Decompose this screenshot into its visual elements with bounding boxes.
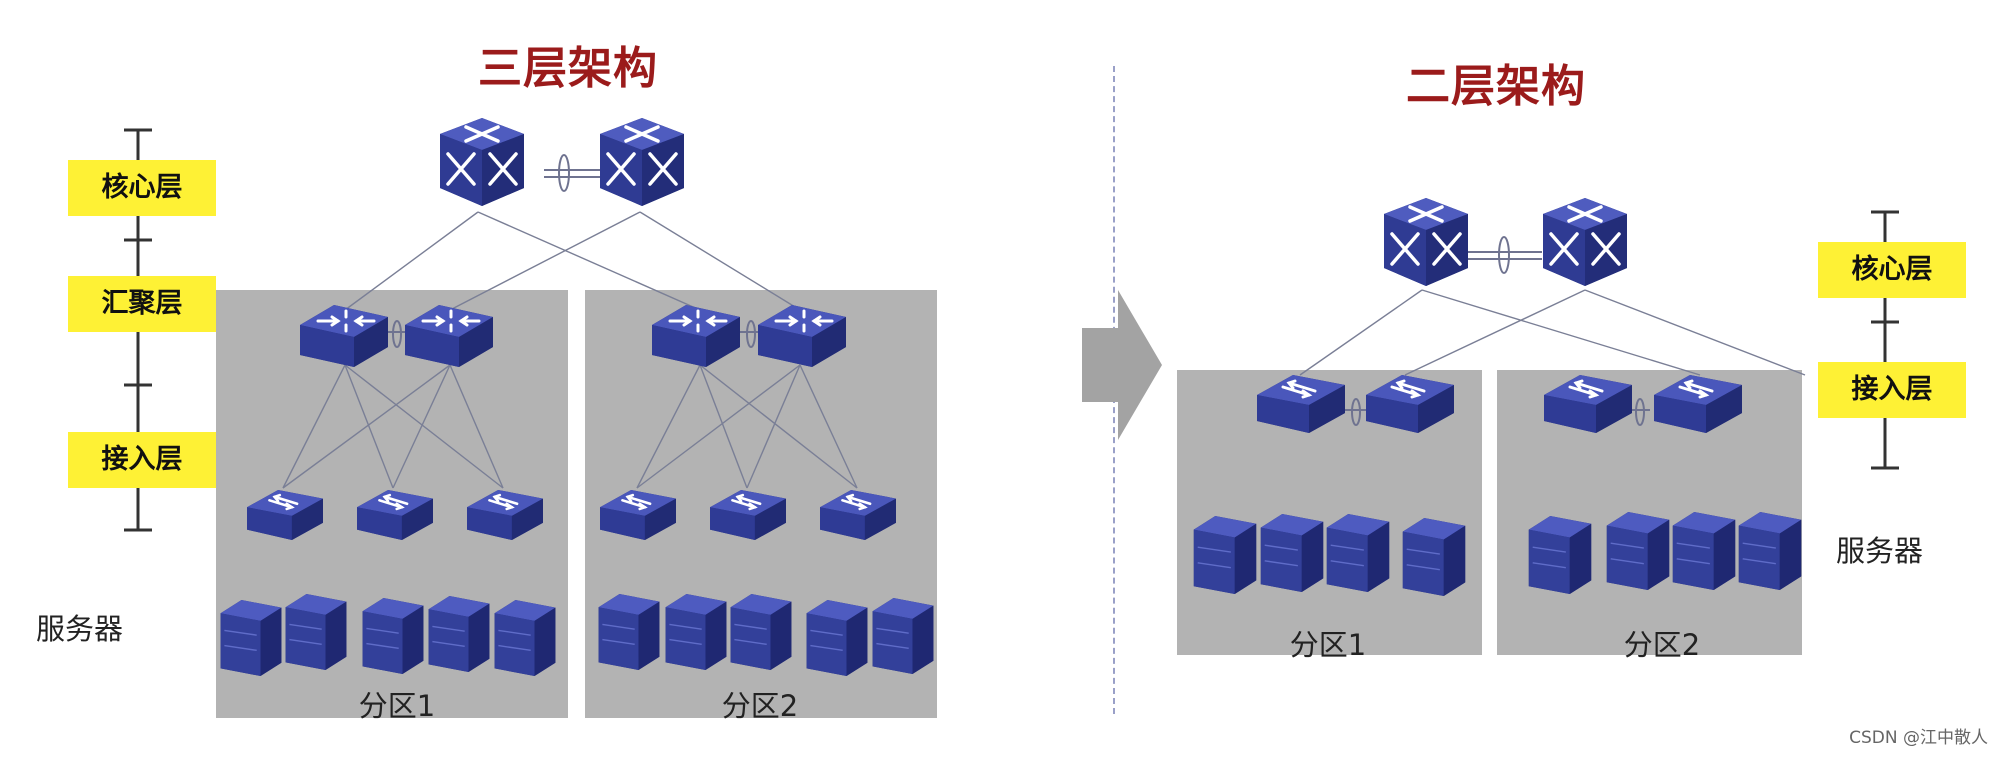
server-icon bbox=[1193, 516, 1257, 594]
partition-label-1-two: 分区1 bbox=[1289, 628, 1367, 662]
layer-label-access-two: 接入层 bbox=[1818, 362, 1966, 418]
aggregation-switch-icon bbox=[300, 303, 388, 369]
access-switch-icon bbox=[710, 488, 786, 542]
access-switch-icon bbox=[820, 488, 896, 542]
stack-links bbox=[385, 154, 1650, 426]
server-icon bbox=[362, 598, 424, 674]
partition-label-1-three: 分区1 bbox=[358, 689, 436, 723]
server-icon bbox=[1738, 512, 1802, 590]
aggregation-switch-icon bbox=[758, 303, 846, 369]
server-icon bbox=[220, 600, 282, 676]
server-icon bbox=[1402, 518, 1466, 596]
server-icon bbox=[665, 594, 727, 670]
core-switch-icon bbox=[1384, 198, 1468, 286]
access-switch-icon bbox=[600, 488, 676, 542]
access-switch-icon bbox=[1257, 373, 1345, 435]
partition-label-2-three: 分区2 bbox=[721, 689, 799, 723]
core-switch-icon bbox=[1543, 198, 1627, 286]
two-tier-title: 二层架构 bbox=[1406, 61, 1586, 112]
aggregation-switch-icon bbox=[652, 303, 740, 369]
aggregation-switch-icon bbox=[405, 303, 493, 369]
access-switch-icon bbox=[1654, 373, 1742, 435]
access-switch-icon bbox=[467, 488, 543, 542]
server-label-three: 服务器 bbox=[36, 612, 124, 646]
server-icon bbox=[598, 594, 660, 670]
three-tier-title: 三层架构 bbox=[478, 43, 658, 94]
access-switch-icon bbox=[1366, 373, 1454, 435]
server-icon bbox=[428, 596, 490, 672]
two-tier-links bbox=[1299, 289, 1806, 376]
watermark: CSDN @江中散人 bbox=[1849, 728, 1988, 748]
partition-label-2-two: 分区2 bbox=[1623, 628, 1701, 662]
layer-label-aggregation-three: 汇聚层 bbox=[68, 276, 216, 332]
server-icon bbox=[872, 598, 934, 674]
layer-label-core-three: 核心层 bbox=[68, 160, 216, 216]
server-icon bbox=[1606, 512, 1670, 590]
server-icon bbox=[1326, 514, 1390, 592]
layer-label-core-two: 核心层 bbox=[1818, 242, 1966, 298]
server-icon bbox=[730, 594, 792, 670]
access-switch-icon bbox=[357, 488, 433, 542]
server-icon bbox=[1260, 514, 1324, 592]
server-icon bbox=[285, 594, 347, 670]
three-tier-links bbox=[282, 211, 858, 489]
server-label-two: 服务器 bbox=[1836, 534, 1924, 568]
core-switch-icon bbox=[440, 118, 524, 206]
server-icon bbox=[1528, 516, 1592, 594]
server-icon bbox=[806, 600, 868, 676]
access-switch-icon bbox=[1544, 373, 1632, 435]
server-icon bbox=[1672, 512, 1736, 590]
core-switch-icon bbox=[600, 118, 684, 206]
server-icon bbox=[494, 600, 556, 676]
right-arrow-icon bbox=[1082, 290, 1162, 440]
layer-label-access-three: 接入层 bbox=[68, 432, 216, 488]
access-switch-icon bbox=[247, 488, 323, 542]
